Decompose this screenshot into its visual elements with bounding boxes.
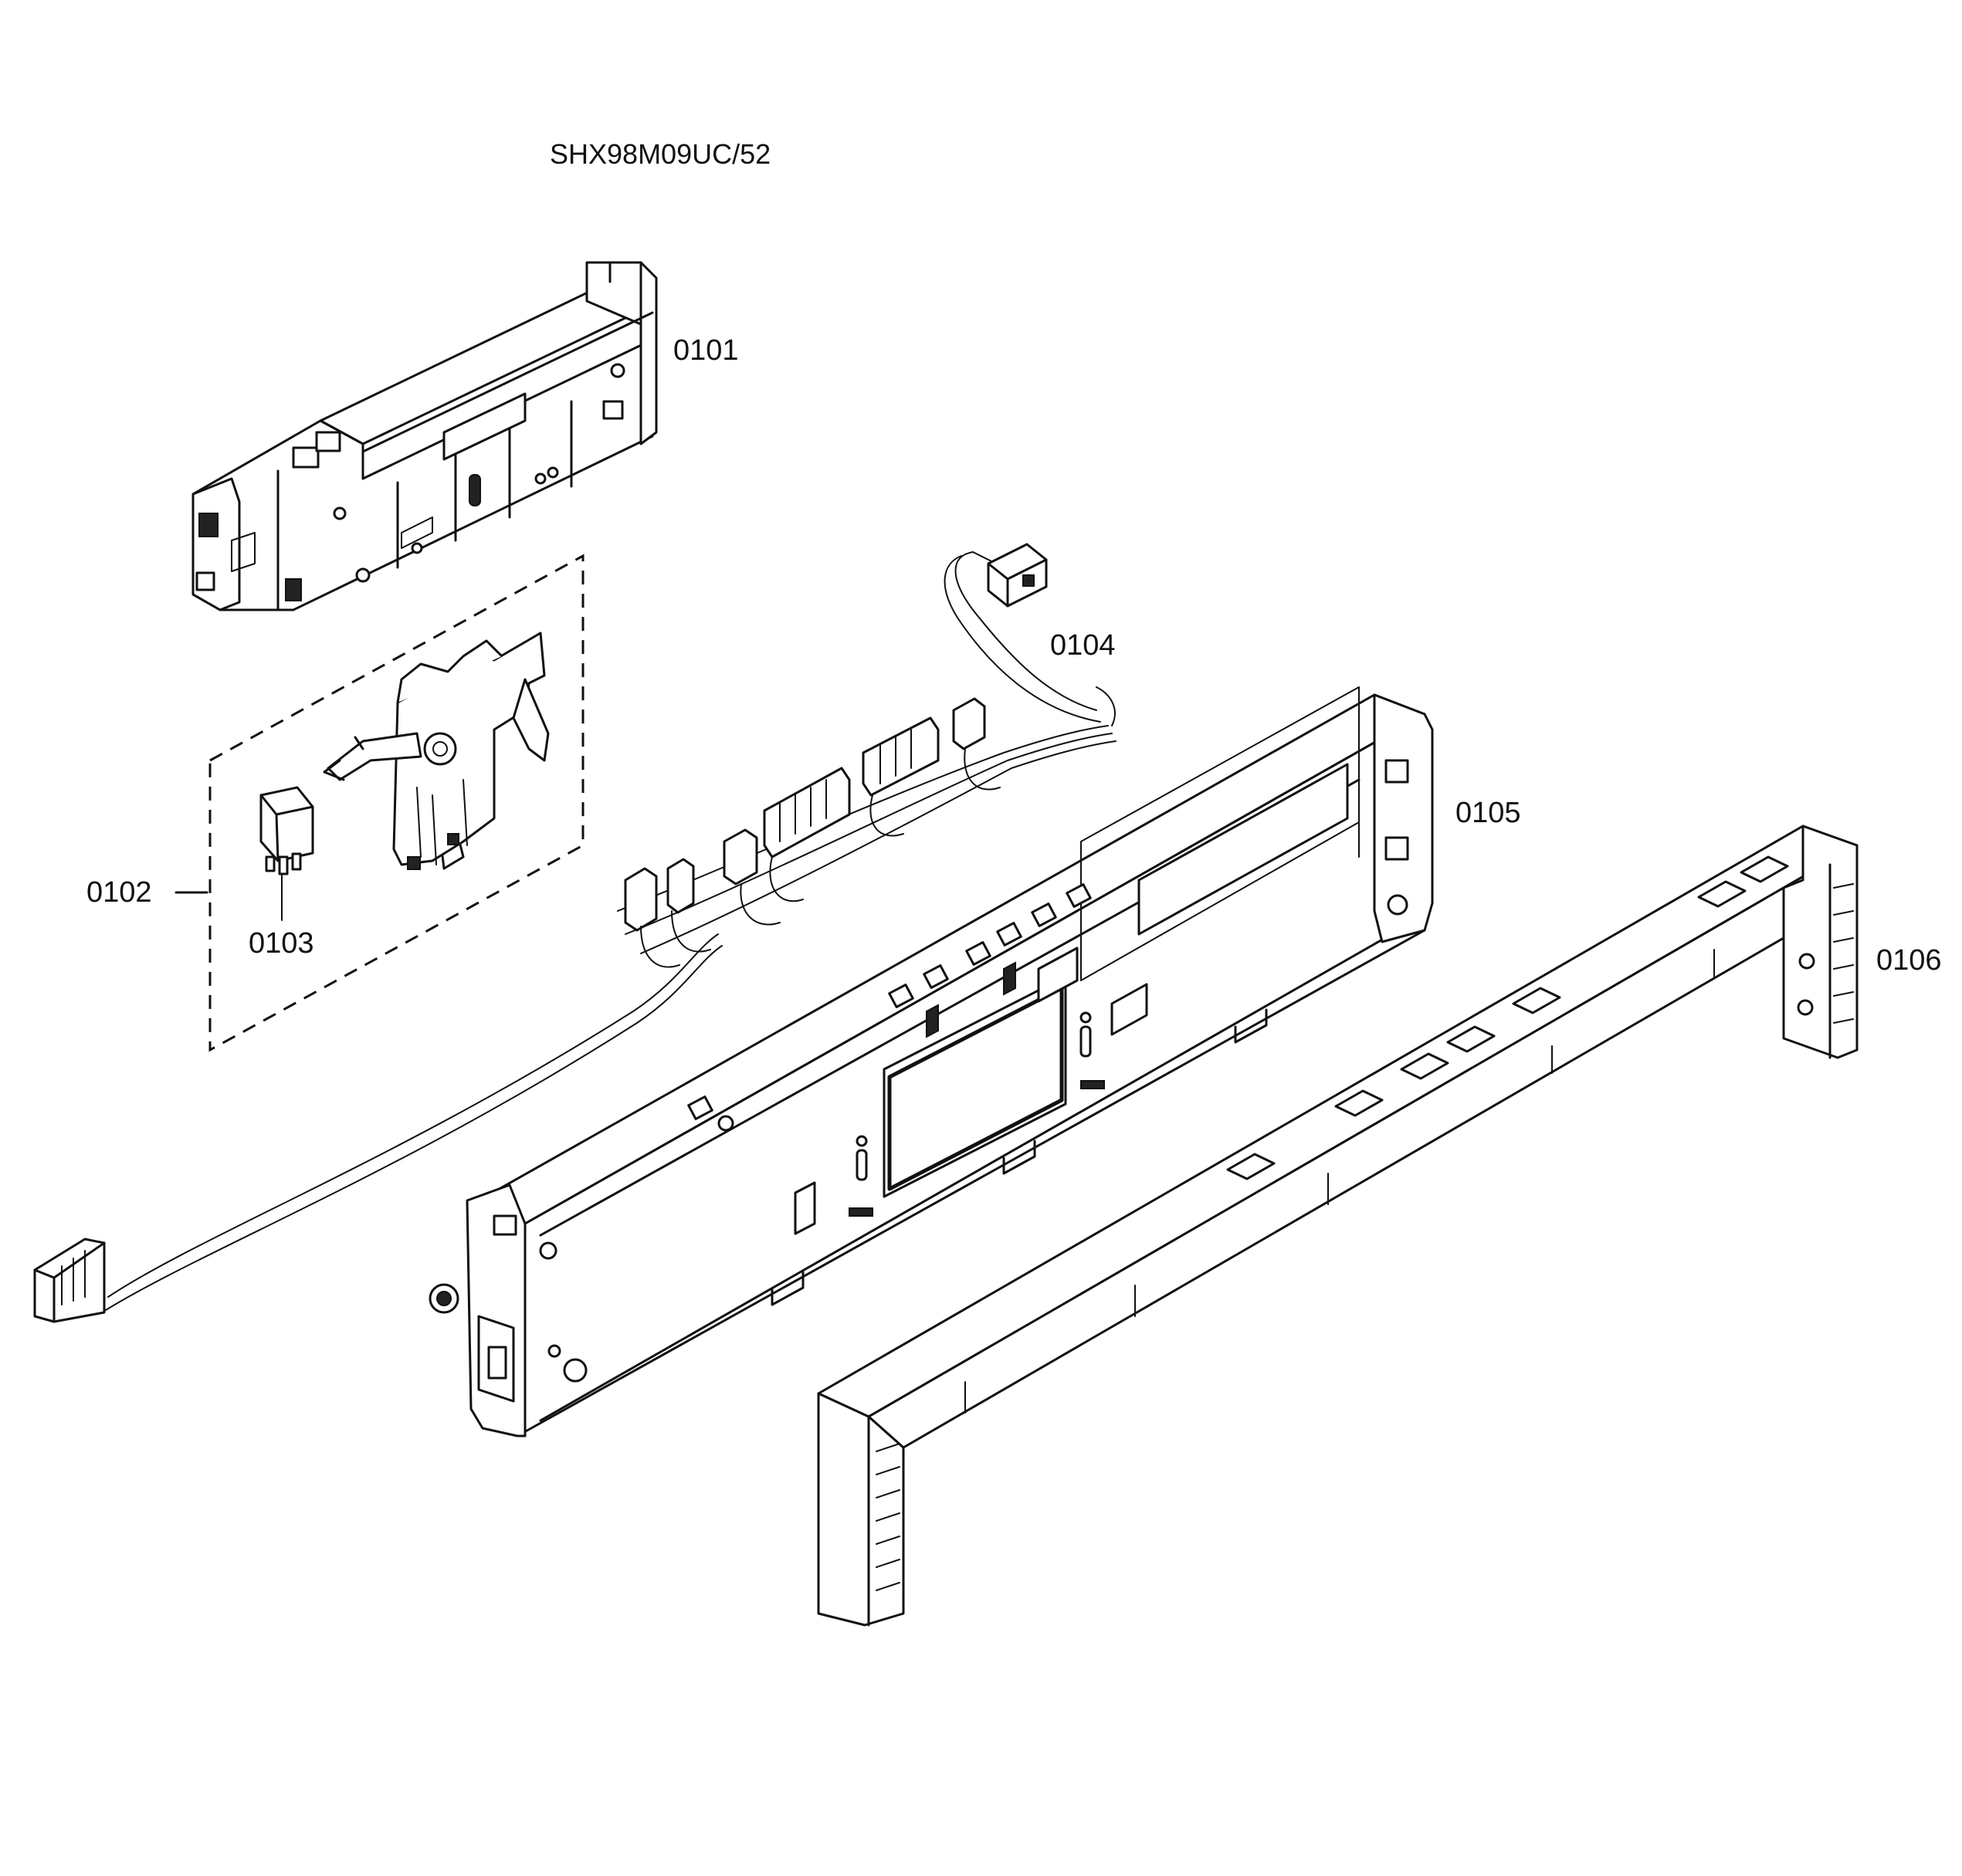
micro-switch-icon [259, 786, 314, 921]
part-label-0105: 0105 [1455, 797, 1521, 829]
part-label-0103: 0103 [249, 927, 314, 960]
control-module-icon [191, 261, 658, 611]
part-label-0104: 0104 [1050, 629, 1116, 662]
wire-harness-icon [33, 543, 1117, 1323]
part-label-0102: 0102 [86, 876, 152, 909]
part-label-0106: 0106 [1876, 944, 1942, 977]
handle-trim-icon [817, 825, 1859, 1627]
part-label-0101: 0101 [673, 334, 739, 367]
model-title: SHX98M09UC/52 [550, 138, 771, 170]
door-lock-assembly-icon [323, 632, 550, 870]
control-panel-frame-icon [429, 686, 1434, 1437]
door-lock-group-outline [208, 554, 585, 1052]
